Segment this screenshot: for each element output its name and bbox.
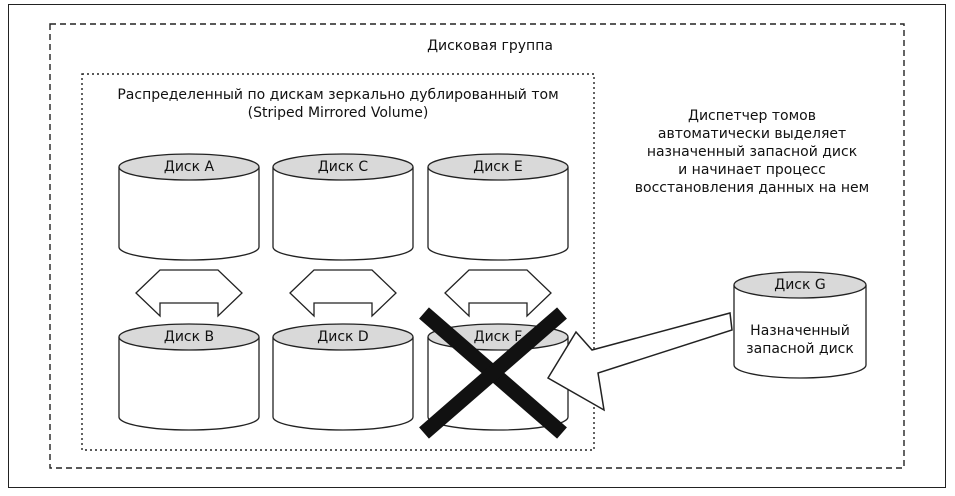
disk-c-label: Диск C <box>317 159 369 175</box>
disk-a-label: Диск A <box>163 159 215 175</box>
mirror-arrow-a-b <box>135 269 243 318</box>
disk-c-cylinder <box>272 153 414 261</box>
volume-title-line2: (Striped Mirrored Volume) <box>247 105 429 121</box>
replacement-arrow <box>546 312 733 412</box>
volume-title-line1: Распределенный по дискам зеркально дубли… <box>117 87 559 103</box>
note-line: восстановления данных на нем <box>634 180 870 196</box>
note-line: Диспетчер томов <box>688 108 816 124</box>
spare-disk-line1: Назначенный <box>750 323 850 339</box>
disk-g-label: Диск G <box>774 277 826 293</box>
disk-e-cylinder <box>427 153 569 261</box>
volume-boundary <box>81 73 595 451</box>
disk-a-cylinder <box>118 153 260 261</box>
outer-frame <box>8 4 946 488</box>
mirror-arrow-c-d <box>289 269 397 318</box>
disk-group-label: Дисковая группа <box>427 38 553 54</box>
disk-d-label: Диск D <box>317 329 369 345</box>
note-line: и начинает процесс <box>678 162 826 178</box>
note-line: автоматически выделяет <box>657 126 847 142</box>
volume-manager-note: Диспетчер томов автоматически выделяет н… <box>612 107 892 197</box>
note-line: назначенный запасной диск <box>646 144 858 160</box>
disk-g-cylinder <box>733 271 867 379</box>
spare-disk-line2: запасной диск <box>746 341 854 357</box>
disk-b-cylinder <box>118 323 260 431</box>
disk-e-label: Диск E <box>473 159 523 175</box>
disk-d-cylinder <box>272 323 414 431</box>
disk-b-label: Диск B <box>163 329 215 345</box>
failure-cross <box>419 307 567 439</box>
mirror-arrow-e-f <box>444 269 552 318</box>
disk-group-boundary <box>49 23 905 469</box>
disk-f-label: Диск F <box>473 329 523 345</box>
